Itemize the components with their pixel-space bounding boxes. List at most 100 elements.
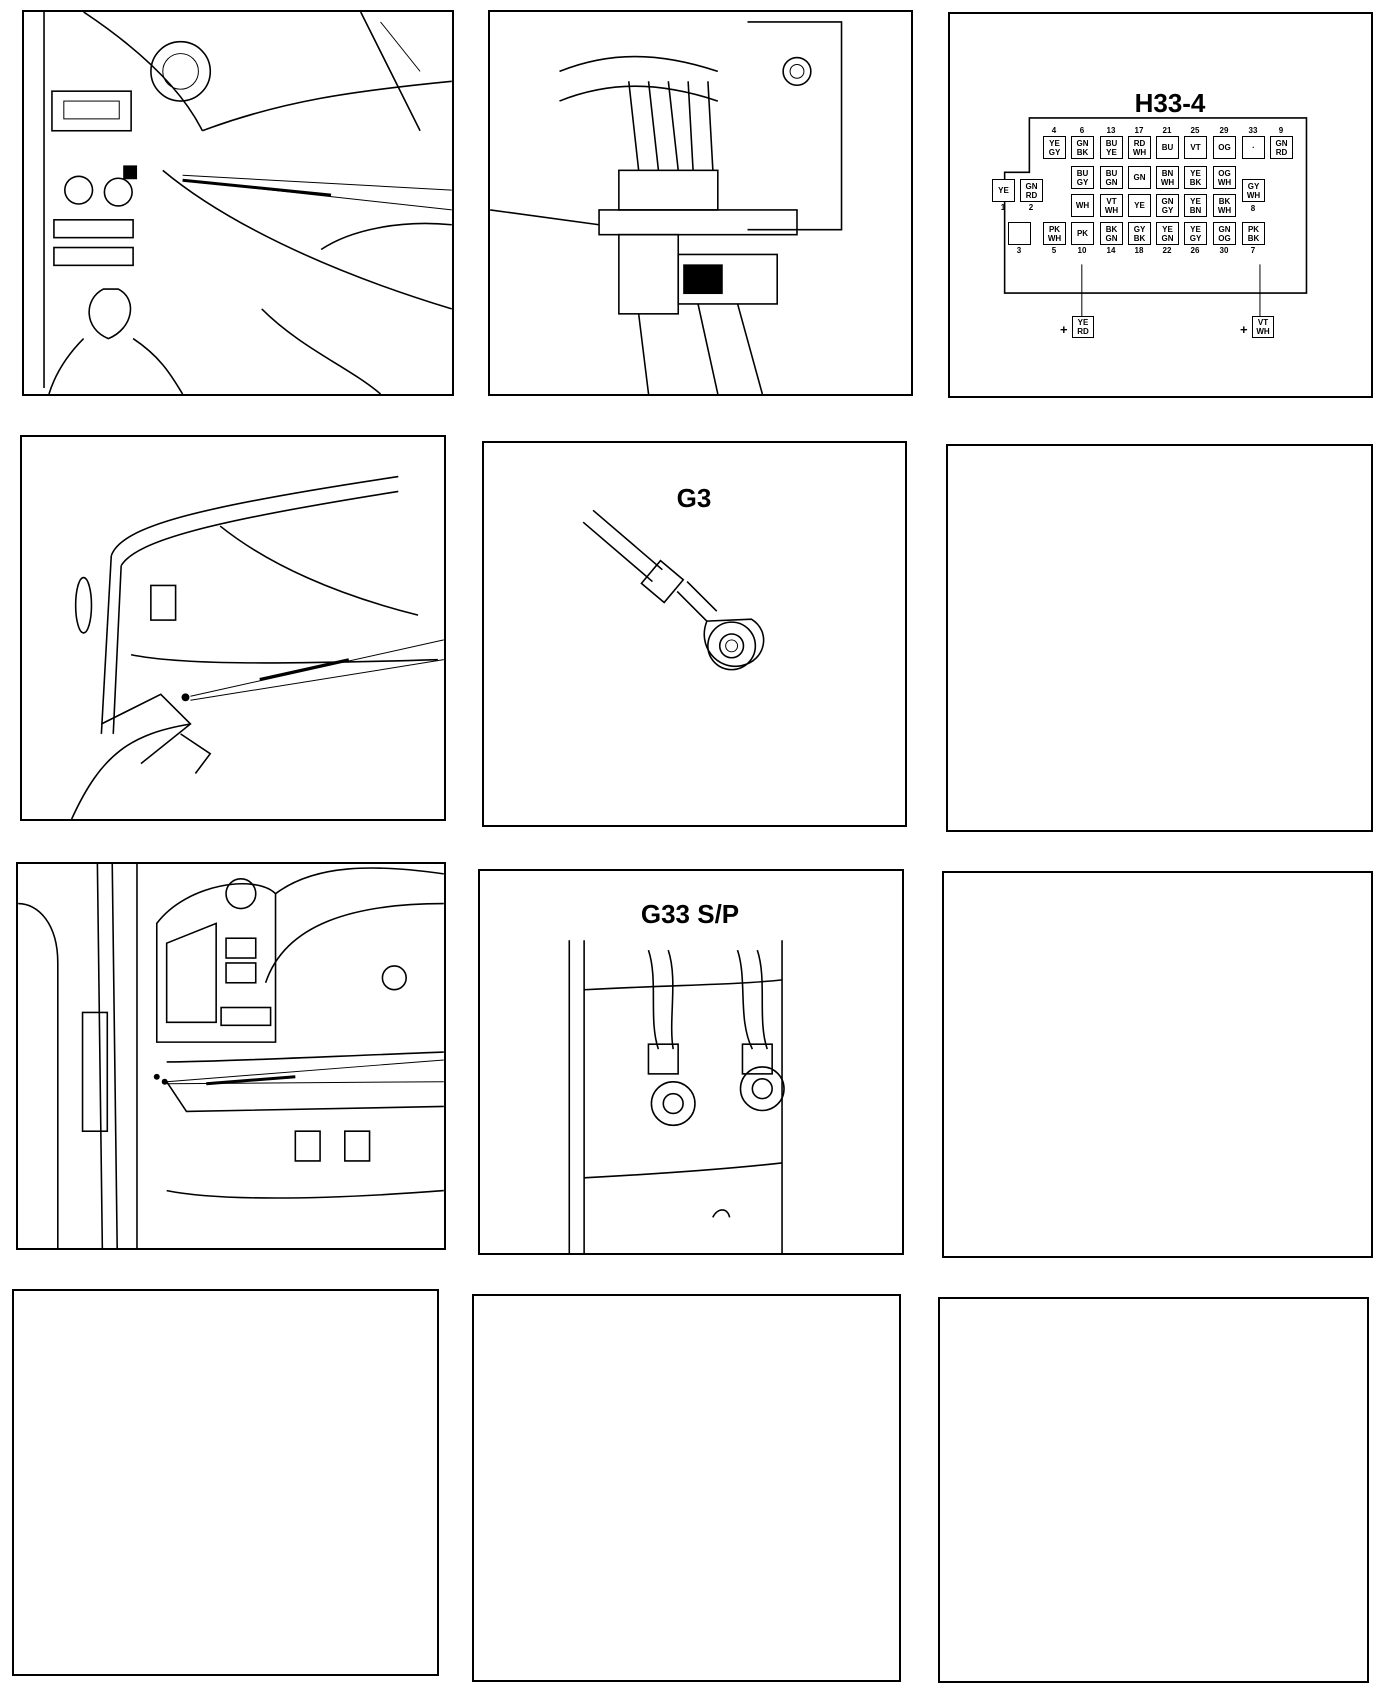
pin-color-code: YE xyxy=(1190,224,1201,234)
callout-left-line1: YE xyxy=(1077,318,1089,327)
door-frame-illustration xyxy=(70,475,444,819)
pin-color-code: YE xyxy=(1106,147,1117,157)
pin-color-code: OG xyxy=(1218,168,1231,178)
pin-color-code: WH xyxy=(1104,205,1119,215)
pin-color-code: BN xyxy=(1189,205,1202,215)
pin-color-code: GN xyxy=(1025,181,1038,191)
dashboard-illustration xyxy=(43,12,452,394)
pin-color-code: BN xyxy=(1161,168,1174,178)
pin-color-code: YE xyxy=(1190,196,1201,206)
pin-color-code: YE xyxy=(998,186,1009,195)
callout-left-sign: + xyxy=(1060,322,1068,337)
pin-color-code: PK xyxy=(1048,224,1061,234)
pin-color-code: RD xyxy=(1025,190,1038,200)
callout-left-wire: YE RD xyxy=(1072,316,1094,338)
g33-ground-panel: G33 S/P xyxy=(478,869,904,1255)
pin-color-code: RD xyxy=(1275,147,1288,157)
empty-panel-r4c1 xyxy=(12,1289,439,1676)
pin-color-code: BK xyxy=(1189,177,1202,187)
pin-number: 21 xyxy=(1162,126,1172,135)
pin-number: 8 xyxy=(1250,204,1256,213)
pin-number: 18 xyxy=(1134,246,1144,255)
pin-color-code: GN xyxy=(1161,196,1174,206)
callout-right-sign: + xyxy=(1240,322,1248,337)
empty-panel-r3c3 xyxy=(942,871,1373,1258)
pin-mid_row2-0: WH xyxy=(1071,194,1094,217)
pin-mid_row2-2: YE xyxy=(1128,194,1151,217)
pin-color-code: BK xyxy=(1133,233,1146,243)
pin-color-code: WH xyxy=(1246,190,1261,200)
pin-number: 25 xyxy=(1190,126,1200,135)
empty-panel-r4c2 xyxy=(472,1294,901,1682)
pin-color-code: GY xyxy=(1161,205,1174,215)
pin-color-code: PK xyxy=(1076,229,1089,238)
pin-color-code: YE xyxy=(1134,201,1145,210)
pin-color-code: BK xyxy=(1105,224,1118,234)
connector-closeup-illustration xyxy=(490,21,843,394)
pin-color-code: WH xyxy=(1075,201,1090,210)
pin-number: 33 xyxy=(1248,126,1258,135)
pin-number: 26 xyxy=(1190,246,1200,255)
empty-panel-r2c3 xyxy=(946,444,1373,832)
pin-color-code: GY xyxy=(1076,177,1089,187)
pin-color-code: BU xyxy=(1105,138,1118,148)
pin-color-code: BU xyxy=(1076,168,1089,178)
pin-bottom_row-0 xyxy=(1008,222,1031,245)
pin-color-code: YE xyxy=(1190,168,1201,178)
connector-closeup-panel xyxy=(488,10,913,396)
pin-color-code: OG xyxy=(1218,143,1231,152)
pin-color-code: BU xyxy=(1105,168,1118,178)
pin-color-code: BK xyxy=(1076,147,1089,157)
pin-number: 14 xyxy=(1106,246,1116,255)
pin-color-code: YE xyxy=(1162,224,1173,234)
pin-mid_row-0: YE xyxy=(992,179,1015,202)
pin-color-code: WH xyxy=(1132,147,1147,157)
pin-color-code: BK xyxy=(1247,233,1260,243)
pin-top_row-4: BU xyxy=(1156,136,1179,159)
pin-color-code: GN xyxy=(1275,138,1288,148)
pin-number: 7 xyxy=(1250,246,1256,255)
pin-color-code: WH xyxy=(1047,233,1062,243)
pin-number: 10 xyxy=(1077,246,1087,255)
pin-color-code: GN xyxy=(1105,233,1118,243)
g3-title: G3 xyxy=(676,483,712,513)
callout-right-line1: VT xyxy=(1257,318,1269,327)
callout-left-line2: RD xyxy=(1077,327,1089,336)
pin-color-code: GY xyxy=(1247,181,1260,191)
pin-number: 30 xyxy=(1219,246,1229,255)
g33-title: G33 S/P xyxy=(640,899,740,929)
g3-ground-panel: G3 xyxy=(482,441,907,827)
pin-number: 29 xyxy=(1219,126,1229,135)
pin-color-code: GN xyxy=(1218,224,1231,234)
pin-color-code: GY xyxy=(1048,147,1061,157)
g33-terminals-illustration xyxy=(568,940,785,1253)
pin-color-code: GY xyxy=(1133,224,1146,234)
pin-color-code: GN xyxy=(1105,177,1118,187)
pin-mid_row-4: GN xyxy=(1128,166,1151,189)
connector-title: H33-4 xyxy=(1134,88,1206,118)
pin-number: 13 xyxy=(1106,126,1116,135)
pin-top_row-5: VT xyxy=(1184,136,1207,159)
pin-top_row-7: · xyxy=(1242,136,1265,159)
pin-color-code: WH xyxy=(1217,177,1232,187)
